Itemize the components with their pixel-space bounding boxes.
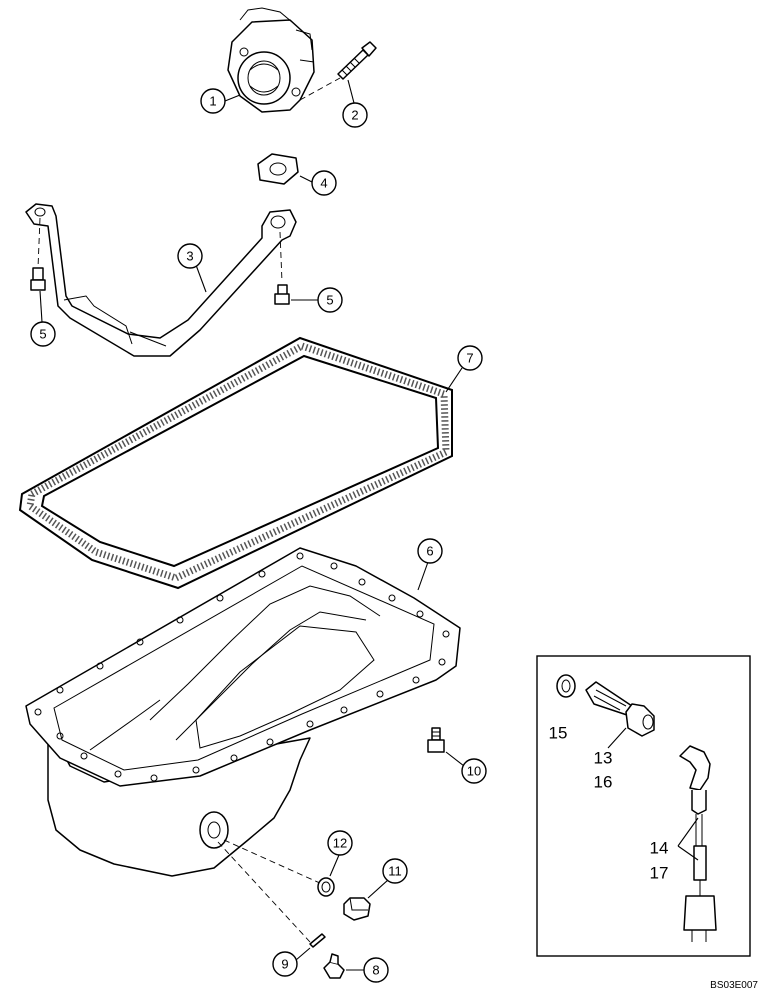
pan-bolt: [427, 727, 445, 753]
heater-power-cord: [679, 745, 717, 942]
oil-pan-gasket: [18, 336, 453, 590]
pan-bolt-holes: [34, 552, 450, 782]
callout-5-right: [317, 287, 343, 313]
callout-12-text: 12: [333, 836, 347, 851]
callout-11-text: 11: [388, 864, 402, 879]
callout-2-text: 2: [351, 108, 358, 123]
callout-7: [457, 345, 483, 371]
oil-pump: [227, 7, 315, 113]
callout-10-text: 10: [467, 764, 481, 779]
callout-1-text: 1: [209, 94, 216, 109]
label-16: 16: [594, 773, 613, 792]
suction-pipe: [25, 203, 297, 357]
flange-gasket: [257, 153, 299, 185]
pipe-bolt-right: [274, 284, 290, 305]
callout-3-text: 3: [186, 249, 193, 264]
dipstick-tube-pin: [309, 933, 326, 948]
callout-11: [382, 858, 408, 884]
callout-4-text: 4: [320, 176, 327, 191]
callout-12: [327, 830, 353, 856]
callout-8: [363, 957, 389, 983]
callout-5-right-text: 5: [326, 293, 333, 308]
heater-washer: [556, 674, 576, 698]
callout-4: [311, 170, 337, 196]
drain-washer: [317, 877, 335, 897]
callout-10: [461, 758, 487, 784]
label-14: 14: [650, 839, 669, 858]
callout-9-text: 9: [281, 957, 288, 972]
label-13: 13: [594, 749, 613, 768]
callout-6: [417, 538, 443, 564]
pipe-bolt-left: [30, 267, 46, 291]
heater-kit-inset: [536, 655, 751, 957]
immersion-heater-element: [585, 681, 655, 737]
label-17: 17: [650, 864, 669, 883]
callout-9: [272, 951, 298, 977]
figure-code: BS03E007: [710, 980, 758, 991]
oil-fitting: [323, 953, 345, 979]
callout-8-text: 8: [372, 963, 379, 978]
callout-2: [342, 102, 368, 128]
callout-7-text: 7: [466, 351, 473, 366]
callout-5-left: [30, 321, 56, 347]
drain-plug: [343, 897, 371, 921]
label-15: 15: [549, 724, 568, 743]
pump-bolt: [337, 41, 377, 80]
callout-3: [177, 243, 203, 269]
callout-1: [200, 88, 226, 114]
callout-5-left-text: 5: [39, 327, 46, 342]
callout-6-text: 6: [426, 544, 433, 559]
oil-pan: [25, 547, 461, 877]
